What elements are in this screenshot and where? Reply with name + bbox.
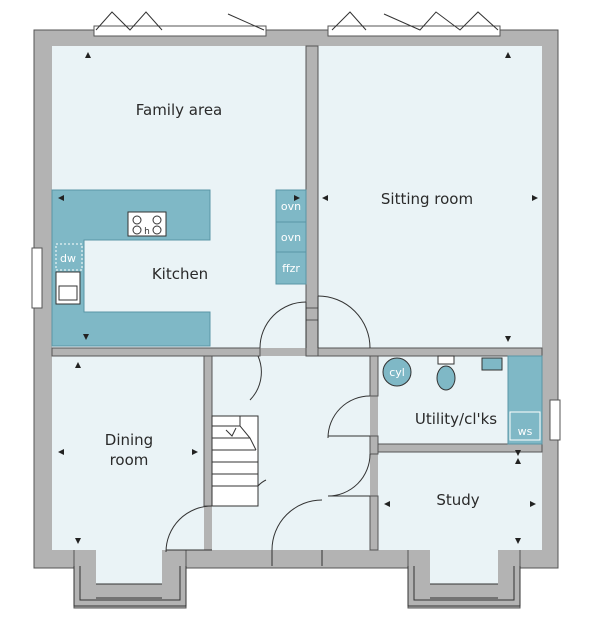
fixture-label-washing-machine: ws xyxy=(518,425,533,438)
side-windows xyxy=(31,247,561,441)
room-label-family-area: Family area xyxy=(136,101,222,119)
fixture-label-oven-2: ovn xyxy=(281,231,301,244)
fixture-label-oven-1: ovn xyxy=(281,200,301,213)
interior-walls xyxy=(51,45,543,551)
fixture-label-cylinder: cyl xyxy=(389,366,405,379)
utility-fixtures xyxy=(382,355,541,441)
room-label-sitting-room: Sitting room xyxy=(381,190,473,208)
room-label-dining-line1: Dining xyxy=(105,431,153,449)
fixture-label-dishwasher: dw xyxy=(60,252,76,265)
room-label-study: Study xyxy=(436,491,479,509)
sink xyxy=(55,243,83,305)
room-label-dining-line2: room xyxy=(110,451,149,469)
measurement-arrows xyxy=(58,52,538,544)
room-label-utility: Utility/cl'ks xyxy=(415,410,497,428)
doors xyxy=(165,295,371,566)
fixture-label-fridge-freezer: ffzr xyxy=(282,262,300,275)
top-windows xyxy=(93,11,501,37)
staircase xyxy=(211,415,259,507)
bay-windows xyxy=(73,566,521,607)
fixture-label-hob: h xyxy=(144,227,150,237)
hob xyxy=(127,211,167,237)
room-label-kitchen: Kitchen xyxy=(152,265,208,283)
